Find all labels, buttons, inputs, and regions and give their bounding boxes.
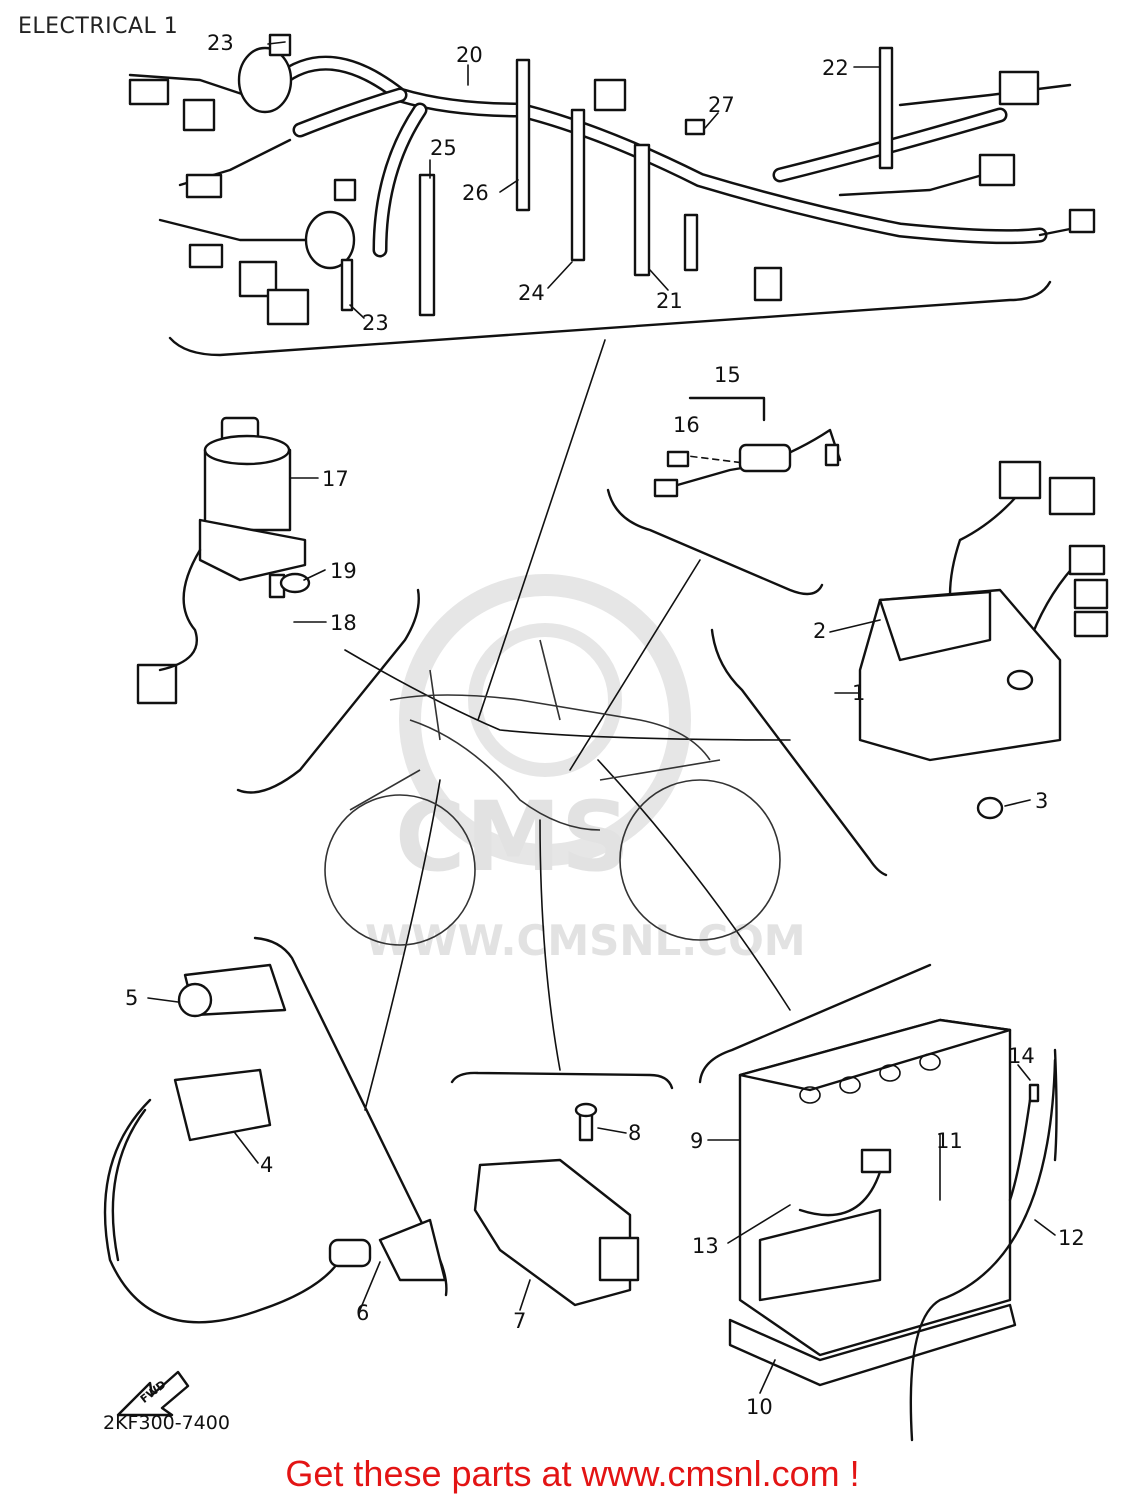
fuse-holder-assembly — [653, 396, 842, 498]
relay-5 — [177, 963, 287, 1018]
callout-labels: 1 2 3 4 5 6 7 8 9 10 11 12 13 14 15 16 1… — [125, 31, 1085, 1419]
wire-harness — [128, 33, 1096, 326]
callout-18: 18 — [330, 611, 357, 635]
callout-9: 9 — [690, 1129, 703, 1153]
callout-26: 26 — [462, 181, 489, 205]
page-title: ELECTRICAL 1 — [18, 14, 179, 39]
callout-16: 16 — [673, 413, 700, 437]
ignition-coil — [103, 1068, 447, 1324]
callout-23-bottom: 23 — [362, 311, 389, 335]
callout-13: 13 — [692, 1234, 719, 1258]
callout-ticks — [147, 41, 1056, 1394]
callout-4: 4 — [260, 1153, 273, 1177]
motorcycle-outline — [324, 639, 781, 946]
fwd-arrow: FWD — [116, 1370, 190, 1417]
callout-15: 15 — [714, 363, 741, 387]
footer-cta-link[interactable]: Get these parts at www.cmsnl.com ! — [285, 1453, 860, 1494]
battery-assembly — [728, 1018, 1057, 1442]
main-switch-assembly — [136, 416, 311, 705]
callout-22: 22 — [822, 56, 849, 80]
callout-17: 17 — [322, 467, 349, 491]
callout-10: 10 — [746, 1395, 773, 1419]
rectifier-7 — [473, 1102, 640, 1307]
callout-5: 5 — [125, 986, 138, 1010]
callout-7: 7 — [513, 1309, 526, 1333]
callout-3: 3 — [1035, 789, 1048, 813]
callout-23-top: 23 — [207, 31, 234, 55]
callout-11: 11 — [936, 1129, 963, 1153]
callout-6: 6 — [356, 1301, 369, 1325]
callout-8: 8 — [628, 1121, 641, 1145]
cmsnl-watermark: CMS WWW.CMSNL.COM — [365, 574, 806, 965]
callout-1: 1 — [852, 681, 865, 705]
callout-14: 14 — [1008, 1044, 1035, 1068]
callout-27: 27 — [708, 93, 735, 117]
callout-19: 19 — [330, 559, 357, 583]
diagram-code: 2KF300-7400 — [103, 1412, 230, 1434]
callout-24: 24 — [518, 281, 545, 305]
callout-21: 21 — [656, 289, 683, 313]
callout-25: 25 — [430, 136, 457, 160]
watermark-url: WWW.CMSNL.COM — [365, 916, 806, 965]
callout-2: 2 — [813, 619, 826, 643]
callout-12: 12 — [1058, 1226, 1085, 1250]
watermark-logo: CMS — [395, 781, 630, 893]
cdi-unit-assembly — [858, 460, 1109, 820]
callout-20: 20 — [456, 43, 483, 67]
leader-lines — [344, 339, 791, 1111]
